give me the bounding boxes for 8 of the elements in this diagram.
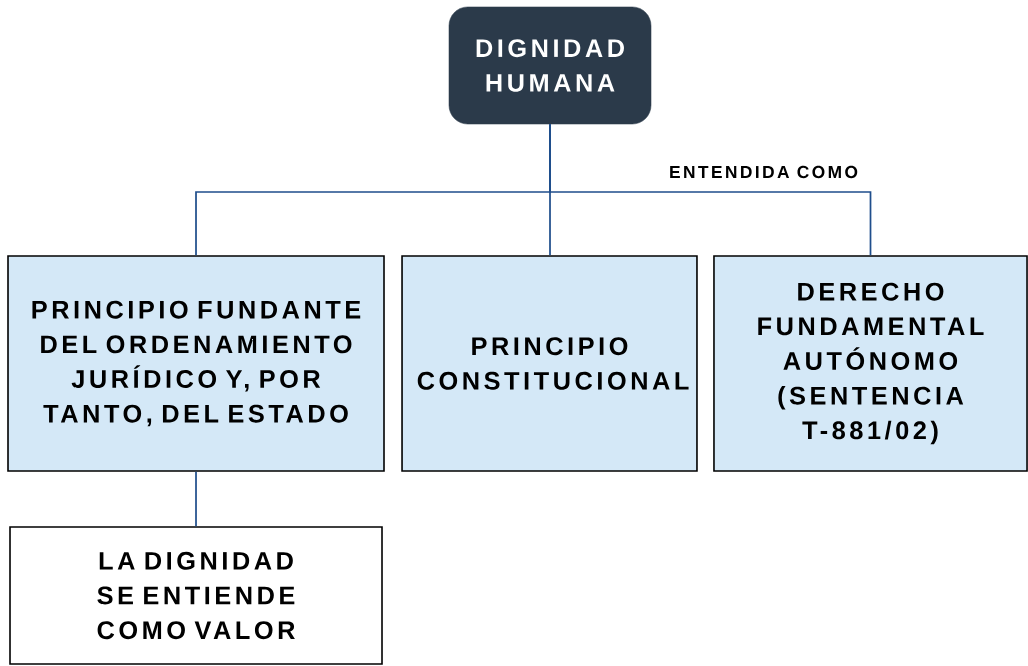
- concept-box: LA DIGNIDAD SE ENTIENDE COMO VALOR: [9, 526, 383, 665]
- concept-box: PRINCIPIO CONSTITUCIONAL: [401, 255, 698, 472]
- concept-box: PRINCIPIO FUNDANTE DEL ORDENAMIENTO JURÍDICO Y, POR TANTO, DEL ESTADO: [7, 255, 385, 472]
- connector-line: [549, 123, 872, 257]
- connector-line: [195, 470, 197, 528]
- title-box: DIGNIDAD HUMANA: [448, 6, 652, 125]
- concept-box: DERECHO FUNDAMENTAL AUTÓNOMO (SENTENCIA T-881/02): [713, 255, 1028, 472]
- edge-label: ENTENDIDA COMO: [670, 165, 858, 179]
